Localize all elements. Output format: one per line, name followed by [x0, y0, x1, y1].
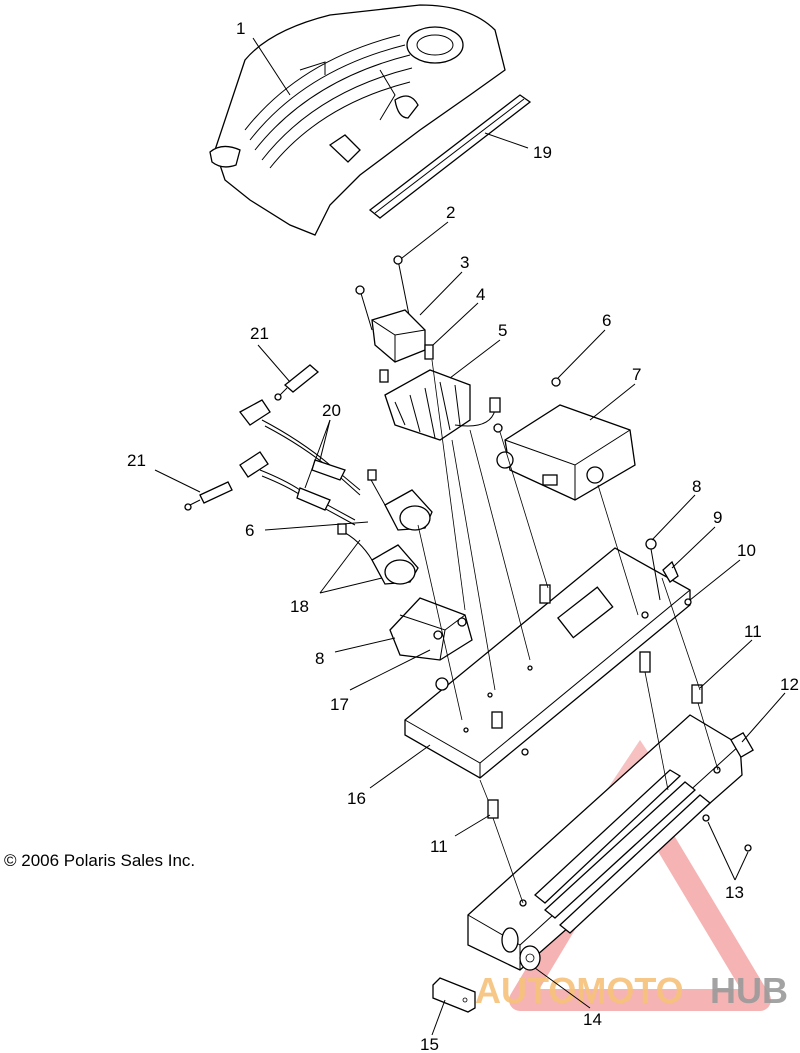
- callout-6-right: 6: [602, 311, 611, 330]
- connector-block-part-5: [384, 369, 501, 441]
- callout-15: 15: [420, 1035, 439, 1053]
- mounting-plate-part-16: [404, 547, 691, 779]
- callout-21-lower: 21: [127, 451, 146, 470]
- watermark-text-automoto: AUTOMOTO: [475, 970, 684, 1011]
- hardware-8-9-10: [645, 538, 692, 606]
- callout-9: 9: [713, 508, 722, 527]
- leader-lines: [154, 37, 786, 1036]
- cap-part-14: [519, 945, 541, 971]
- callout-19: 19: [533, 143, 552, 162]
- callout-7: 7: [632, 365, 641, 384]
- screws-part-13: [702, 814, 752, 852]
- strip-part-19: [368, 94, 532, 219]
- callout-18: 18: [290, 597, 309, 616]
- callout-2: 2: [446, 203, 455, 222]
- callout-17: 17: [330, 695, 349, 714]
- callout-13: 13: [725, 883, 744, 902]
- ignition-coils-part-18: [337, 469, 433, 585]
- heat-sink-part-12: [467, 714, 754, 971]
- callout-11-left: 11: [430, 837, 448, 856]
- copyright-text: © 2006 Polaris Sales Inc.: [4, 851, 195, 870]
- regulator-part-3: [355, 255, 434, 383]
- console-cover-part: [209, 4, 506, 236]
- callout-4: 4: [476, 285, 485, 304]
- callout-1: 1: [236, 19, 245, 38]
- spark-plug-upper: [274, 364, 320, 401]
- plug-wires-part-20: [239, 399, 361, 526]
- bracket-part-15: [432, 977, 476, 1013]
- alignment-lines: [417, 359, 719, 904]
- spark-plug-lower: [184, 481, 233, 511]
- callout-21-upper: 21: [250, 324, 269, 343]
- callout-6-left: 6: [245, 521, 254, 540]
- callout-16: 16: [347, 789, 366, 808]
- callout-20: 20: [322, 401, 341, 420]
- coil-bracket-part-17: [389, 597, 473, 661]
- callout-10: 10: [737, 541, 756, 560]
- callout-5: 5: [498, 321, 507, 340]
- callout-8-right: 8: [692, 477, 701, 496]
- callout-11-right: 11: [744, 622, 762, 641]
- callout-labels: 1 2 3 4 5 6 7 8 9 10 11 12 21 20 21 6 18…: [127, 19, 799, 1053]
- callout-14: 14: [583, 1010, 602, 1029]
- callout-12: 12: [780, 675, 799, 694]
- watermark-text-hub: HUB: [710, 970, 788, 1011]
- callout-8-left: 8: [315, 649, 324, 668]
- ecu-box-part-7: [493, 377, 636, 501]
- callout-3: 3: [460, 253, 469, 272]
